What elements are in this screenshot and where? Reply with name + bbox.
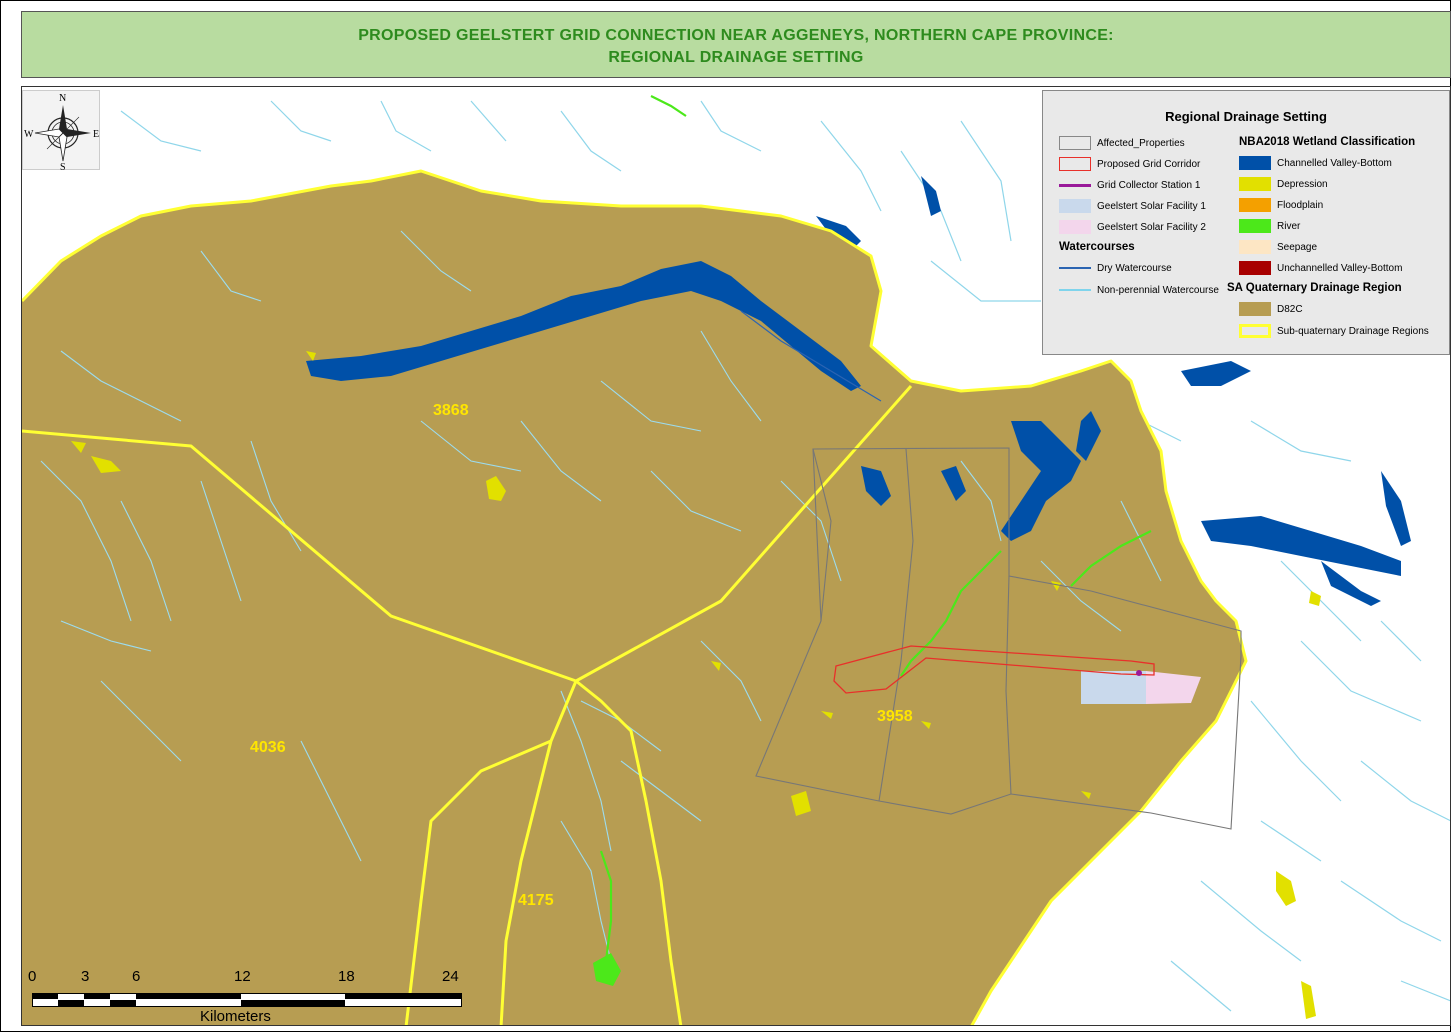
scale-seg-2 — [58, 1000, 84, 1006]
legend-item-river: River — [1239, 218, 1300, 234]
scale-seg-1 — [32, 993, 58, 999]
unchannelled-valley-swatch — [1239, 261, 1271, 275]
legend-item-seepage: Seepage — [1239, 239, 1317, 255]
purple-line-icon — [1059, 183, 1091, 187]
hollow-red-box-icon — [1059, 157, 1091, 171]
south-label: S — [60, 162, 66, 171]
inside-streams — [40, 230, 1162, 962]
scale-seg-7 — [345, 993, 462, 999]
solar-facility-2-swatch — [1059, 220, 1091, 234]
scale-tick-24: 24 — [442, 968, 459, 985]
solar-facility-1[interactable] — [1081, 671, 1146, 704]
legend-item-sub-quaternary: Sub-quaternary Drainage Regions — [1239, 323, 1429, 339]
grid-collector-station-1[interactable] — [1136, 670, 1142, 676]
north-arrow: N S W E — [22, 90, 100, 173]
proposed-grid-corridor[interactable] — [833, 645, 1155, 694]
scale-bar: 0 3 6 12 18 24 Kilometers — [24, 964, 464, 1025]
north-label: N — [59, 93, 66, 104]
wetland-heading: NBA2018 Wetland Classification — [1239, 136, 1416, 148]
parcel-label-3958: 3958 — [877, 708, 913, 725]
scale-tick-0: 0 — [28, 968, 37, 985]
legend-item-grid-corridor: Proposed Grid Corridor — [1059, 156, 1200, 172]
legend-item-collector-station: Grid Collector Station 1 — [1059, 177, 1200, 193]
legend-item-solar-2: Geelstert Solar Facility 2 — [1059, 219, 1206, 235]
outside-streams — [120, 100, 1450, 1012]
title-line-2: REGIONAL DRAINAGE SETTING — [608, 49, 864, 66]
legend-item-dry-watercourse: Dry Watercourse — [1059, 260, 1172, 276]
parcel-label-4036: 4036 — [250, 739, 286, 756]
solar-facility-1-swatch — [1059, 199, 1091, 213]
river-segments — [599, 95, 1152, 962]
solar-facility-2[interactable] — [1146, 671, 1201, 704]
legend-item-unchannelled-valley: Unchannelled Valley-Bottom — [1239, 260, 1402, 276]
scale-unit-label: Kilometers — [200, 1008, 271, 1025]
sub-quaternary-boundaries[interactable] — [22, 169, 1248, 1026]
outside-depressions — [1276, 591, 1321, 1019]
depression-swatch — [1239, 177, 1271, 191]
map-canvas[interactable] — [21, 86, 1451, 1026]
channelled-valley-swatch — [1239, 156, 1271, 170]
inside-depressions — [71, 351, 1091, 816]
scale-tick-12: 12 — [234, 968, 251, 985]
legend-item-solar-1: Geelstert Solar Facility 1 — [1059, 198, 1206, 214]
legend-item-depression: Depression — [1239, 176, 1328, 192]
compass-rose-icon: N S W E — [24, 93, 99, 173]
affected-properties[interactable] — [755, 447, 1242, 830]
west-label: W — [24, 129, 34, 140]
floodplain-swatch — [1239, 198, 1271, 212]
scale-seg-6 — [241, 1000, 345, 1006]
legend-item-affected-properties: Affected_Properties — [1059, 135, 1185, 151]
title-line-1: PROPOSED GEELSTERT GRID CONNECTION NEAR … — [358, 27, 1114, 44]
map-title: PROPOSED GEELSTERT GRID CONNECTION NEAR … — [21, 11, 1451, 78]
seepage-swatch — [1239, 240, 1271, 254]
hollow-grey-box-icon — [1059, 136, 1091, 150]
scale-tick-18: 18 — [338, 968, 355, 985]
scale-tick-6: 6 — [132, 968, 141, 985]
river-fan — [593, 953, 621, 986]
legend-item-floodplain: Floodplain — [1239, 197, 1323, 213]
dry-watercourse-line-icon — [1059, 267, 1091, 269]
scale-tick-3: 3 — [81, 968, 90, 985]
dry-watercourses — [740, 310, 882, 402]
legend-title: Regional Drainage Setting — [1165, 109, 1327, 124]
outside-wetlands — [816, 176, 1411, 606]
inside-wetlands — [306, 261, 1101, 541]
east-label: E — [93, 129, 99, 140]
sub-quaternary-outline-icon — [1239, 324, 1271, 338]
parcel-label-4175: 4175 — [518, 892, 554, 909]
d82c-swatch — [1239, 302, 1271, 316]
watercourses-heading: Watercourses — [1059, 241, 1135, 253]
parcel-label-3868: 3868 — [433, 402, 469, 419]
non-perennial-line-icon — [1059, 289, 1091, 291]
scale-seg-3 — [84, 993, 110, 999]
legend-item-d82c: D82C — [1239, 301, 1303, 317]
drainage-heading: SA Quaternary Drainage Region — [1227, 282, 1402, 294]
river-swatch — [1239, 219, 1271, 233]
legend-item-non-perennial-watercourse: Non-perennial Watercourse — [1059, 282, 1219, 298]
map-legend: Regional Drainage Setting Affected_Prope… — [1042, 90, 1450, 355]
scale-seg-5 — [136, 993, 241, 999]
legend-item-channelled-valley: Channelled Valley-Bottom — [1239, 155, 1392, 171]
scale-seg-4 — [110, 1000, 136, 1006]
map-svg[interactable] — [22, 87, 1451, 1026]
